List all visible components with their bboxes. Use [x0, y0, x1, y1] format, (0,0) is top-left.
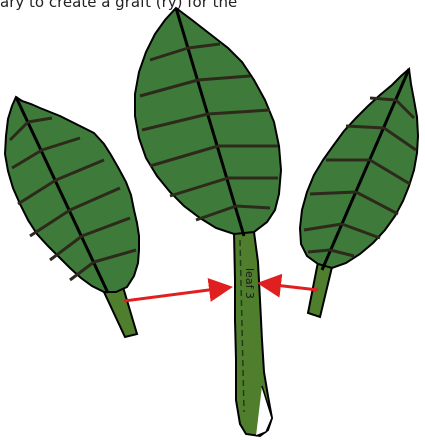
right-arrow — [266, 284, 318, 290]
right-leaf — [300, 69, 418, 317]
left-arrow — [124, 288, 224, 301]
right-leaf-blade — [300, 69, 418, 268]
graft-arrows — [124, 284, 318, 301]
center-leaf-label: leaf 3 — [243, 268, 256, 299]
left-leaf-stem — [104, 287, 137, 337]
center-leaf: leaf 3 — [135, 8, 281, 436]
center-leaf-blade — [135, 8, 281, 234]
left-leaf — [5, 97, 139, 337]
